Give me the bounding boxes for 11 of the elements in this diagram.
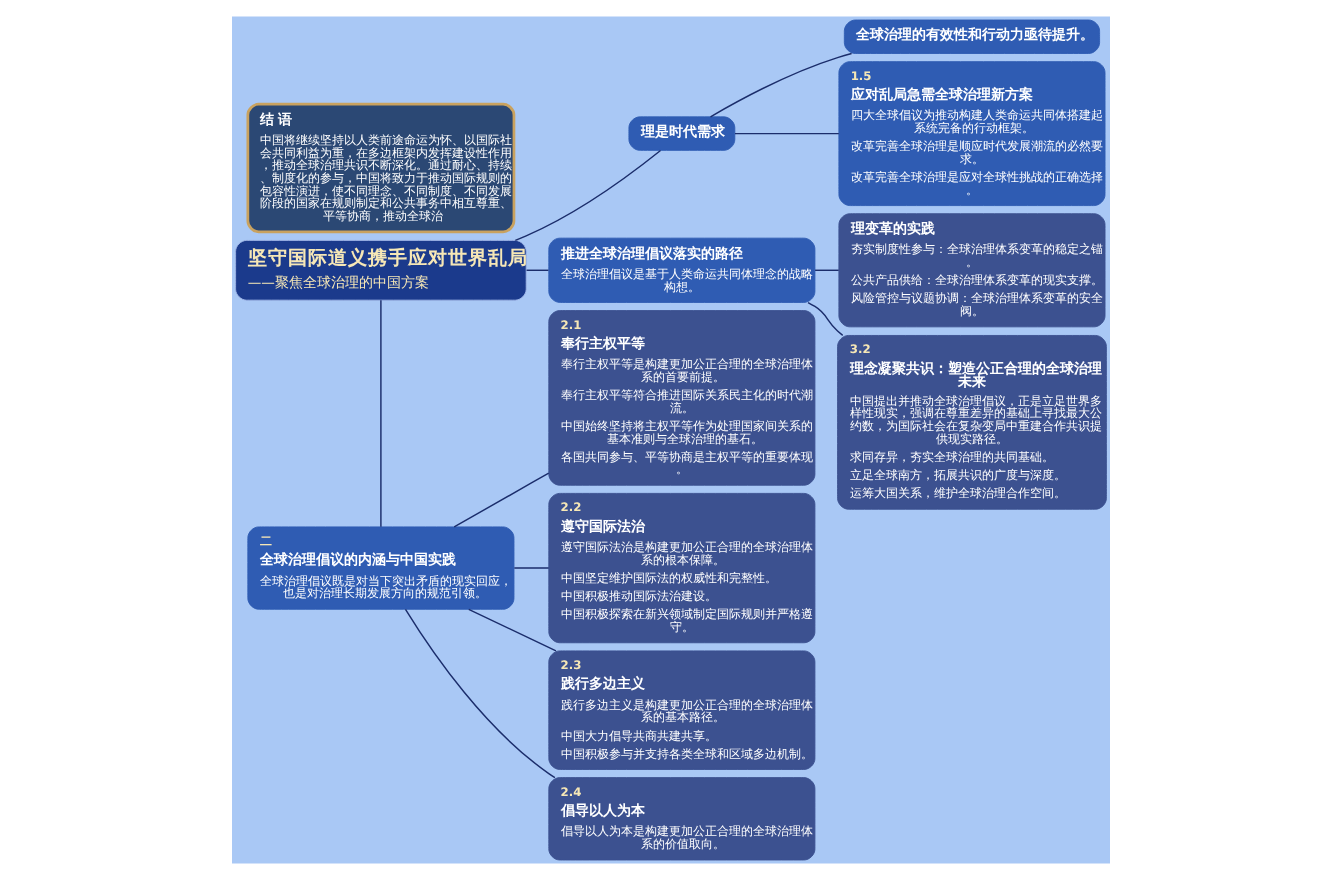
connector <box>452 472 549 528</box>
connector <box>708 52 852 118</box>
connector <box>512 567 549 569</box>
connector <box>524 269 549 271</box>
connector <box>806 301 843 337</box>
connector <box>813 269 839 271</box>
connector <box>513 149 661 242</box>
connector <box>403 608 555 779</box>
connector <box>467 608 556 652</box>
connector <box>379 299 381 528</box>
connector <box>733 132 839 135</box>
